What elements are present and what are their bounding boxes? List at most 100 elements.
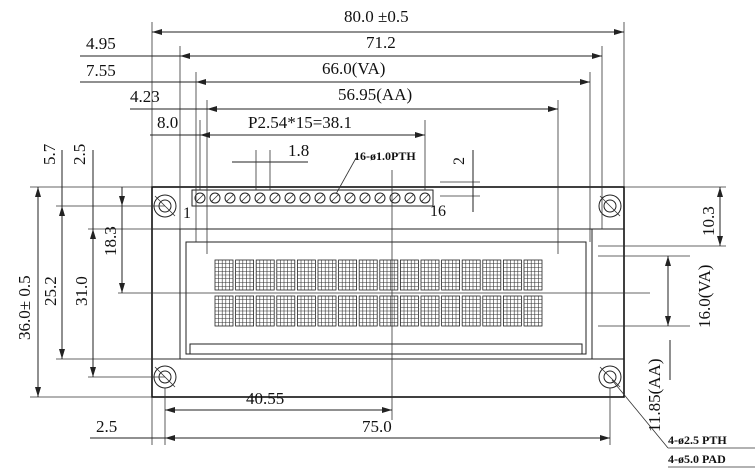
- char-cell: [214, 295, 234, 327]
- mounting-hole-bottom-right: [598, 365, 622, 389]
- char-cell: [441, 259, 461, 291]
- dim-pcb-width: 71.2: [366, 33, 396, 52]
- char-cell: [317, 295, 337, 327]
- note-mount-hole: 4-ø2.5 PTH: [668, 433, 727, 447]
- pin-hole-mark: [255, 193, 265, 203]
- pin-hole: [209, 192, 221, 204]
- char-cell: [235, 259, 255, 291]
- pin-1-label: 1: [183, 205, 191, 222]
- pin-hole-mark: [285, 193, 295, 203]
- dimension-lines-top: [80, 22, 625, 254]
- pin-hole-mark: [300, 193, 310, 203]
- dim-2-5-top: 2.5: [70, 144, 89, 165]
- dim-overall-width: 80.0 ±0.5: [344, 7, 409, 26]
- dimension-lines-left: [30, 150, 180, 398]
- char-cell: [296, 295, 316, 327]
- char-cell: [482, 259, 502, 291]
- dim-4-23: 4.23: [130, 87, 160, 106]
- mounting-hole-top-right: [598, 194, 622, 218]
- dim-4-95: 4.95: [86, 34, 116, 53]
- pin-hole-mark: [420, 193, 430, 203]
- dim-active-area-height: 11.85(AA): [645, 359, 664, 433]
- pin-hole-mark: [225, 193, 235, 203]
- char-cell: [523, 259, 543, 291]
- pin-hole-mark: [345, 193, 355, 203]
- char-cell: [214, 259, 234, 291]
- char-cell: [296, 259, 316, 291]
- char-cell: [482, 295, 502, 327]
- char-cell: [358, 259, 378, 291]
- char-cell: [399, 259, 419, 291]
- char-cell: [441, 295, 461, 327]
- pin-header-outline: [191, 189, 434, 207]
- char-cell: [235, 295, 255, 327]
- dim-pin-width: 1.8: [288, 141, 309, 160]
- char-cell: [461, 259, 481, 291]
- char-cell: [276, 259, 296, 291]
- pin-hole: [329, 192, 341, 204]
- dim-31-0: 31.0: [72, 276, 91, 306]
- dim-7-55: 7.55: [86, 61, 116, 80]
- dim-8-0: 8.0: [157, 113, 178, 132]
- char-cell: [276, 295, 296, 327]
- pin-hole: [419, 192, 431, 204]
- dim-pin-span: P2.54*15=38.1: [248, 113, 352, 132]
- dim-view-area-height: 16.0(VA): [695, 265, 714, 328]
- pin-hole-mark: [240, 193, 250, 203]
- pin-hole: [239, 192, 251, 204]
- pin-hole-mark: [210, 193, 220, 203]
- pin-hole: [374, 192, 386, 204]
- dim-10-3: 10.3: [699, 206, 718, 236]
- pin-hole: [359, 192, 371, 204]
- char-cell: [502, 295, 522, 327]
- pin-16-label: 16: [430, 203, 446, 220]
- char-cell: [317, 259, 337, 291]
- pin-hole: [269, 192, 281, 204]
- char-cell: [338, 259, 358, 291]
- dimension-lines-right: [598, 186, 755, 468]
- char-cell: [255, 259, 275, 291]
- dim-pin-offset: 2: [451, 157, 468, 165]
- dim-overall-height: 36.0± 0.5: [15, 275, 34, 340]
- char-cell: [358, 295, 378, 327]
- char-cell: [255, 295, 275, 327]
- pin-hole: [299, 192, 311, 204]
- pin-hole-mark: [405, 193, 415, 203]
- dim-2-5-bottom: 2.5: [96, 417, 117, 436]
- char-cell: [420, 259, 440, 291]
- char-cell: [420, 295, 440, 327]
- dim-25-2: 25.2: [41, 276, 60, 306]
- pin-hole-mark: [360, 193, 370, 203]
- char-cell: [523, 295, 543, 327]
- pin-hole: [389, 192, 401, 204]
- note-pin-holes: 16-ø1.0PTH: [354, 149, 416, 163]
- dim-18-3: 18.3: [101, 226, 120, 256]
- char-cell: [338, 295, 358, 327]
- dim-active-area-width: 56.95(AA): [338, 85, 412, 104]
- pin-hole-mark: [375, 193, 385, 203]
- pin-hole-mark: [270, 193, 280, 203]
- char-cell: [379, 295, 399, 327]
- char-cell: [502, 259, 522, 291]
- character-matrix: [214, 259, 543, 327]
- module-outline: [151, 186, 625, 398]
- pin-hole-mark: [330, 193, 340, 203]
- pin-hole: [314, 192, 326, 204]
- dim-mount-span: 75.0: [362, 417, 392, 436]
- pin-hole-mark: [195, 193, 205, 203]
- char-cell: [399, 295, 419, 327]
- dim-view-area-width: 66.0(VA): [322, 59, 385, 78]
- pin-hole: [194, 192, 206, 204]
- dim-5-7: 5.7: [40, 143, 59, 165]
- pin-header: [191, 189, 434, 207]
- pin-hole: [254, 192, 266, 204]
- note-mount-pad: 4-ø5.0 PAD: [668, 452, 726, 466]
- pin-hole: [344, 192, 356, 204]
- dimension-lines-bottom: [90, 388, 611, 445]
- pin-hole: [404, 192, 416, 204]
- char-cell: [461, 295, 481, 327]
- pin-hole: [284, 192, 296, 204]
- char-cell: [379, 259, 399, 291]
- pin-hole-mark: [315, 193, 325, 203]
